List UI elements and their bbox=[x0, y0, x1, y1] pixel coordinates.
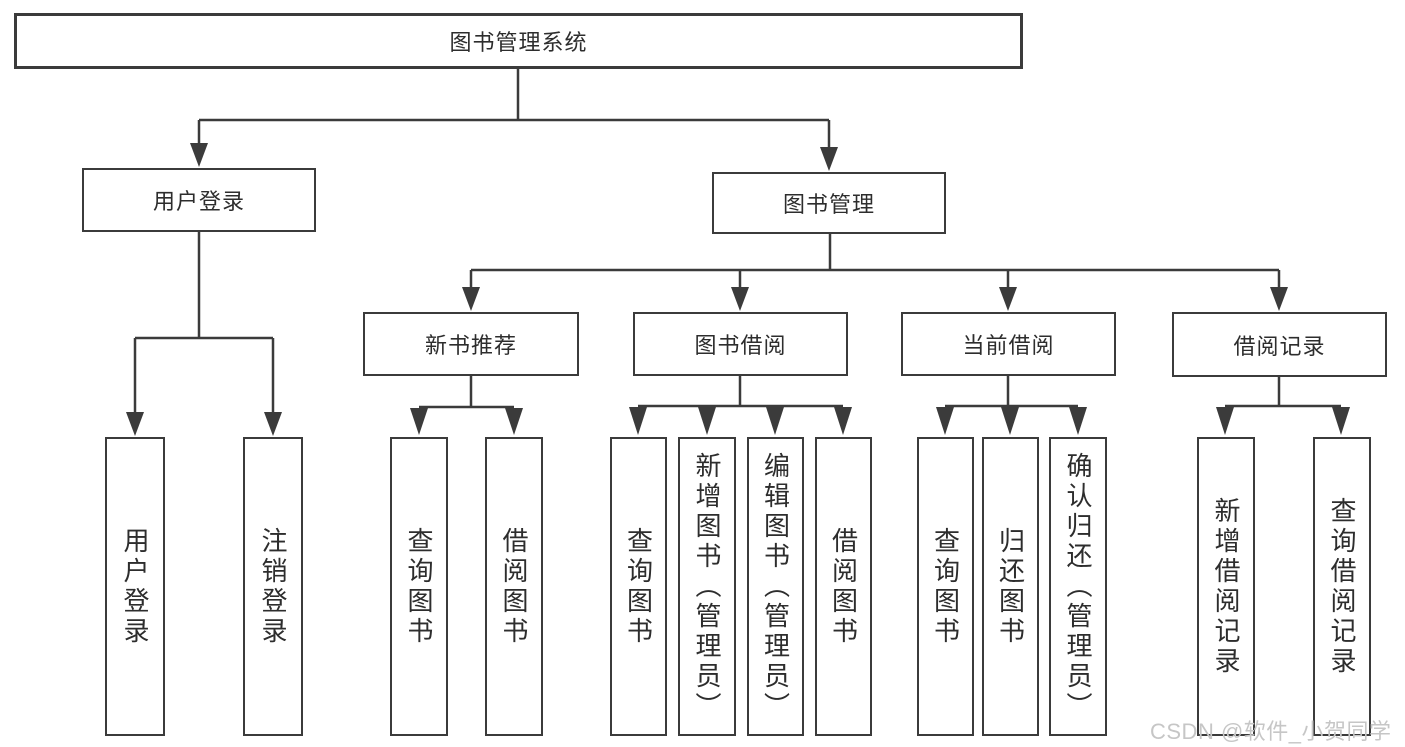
node-book-management-branch: 图书管理 bbox=[712, 172, 946, 234]
connector-current-borrow bbox=[945, 376, 1078, 408]
leaf-query-borrow-record: 查询借阅记录 bbox=[1313, 437, 1371, 736]
node-label: 新书推荐 bbox=[424, 333, 517, 358]
leaf-add-book-admin: 新增图书（管理员） bbox=[678, 437, 736, 736]
leaf-label: 查询图书 bbox=[930, 526, 961, 647]
arrowheads-book-borrow bbox=[629, 407, 852, 435]
leaf-label: 确认归还（管理员） bbox=[1063, 451, 1093, 722]
connector-book-borrow bbox=[638, 376, 843, 408]
arrowheads-borrow-records bbox=[1216, 407, 1350, 435]
connector-root-to-level1 bbox=[197, 69, 831, 147]
connector-borrow-records bbox=[1225, 377, 1341, 408]
connector-book-management bbox=[469, 234, 1281, 287]
csdn-watermark: CSDN @软件_小贺同学 bbox=[1150, 719, 1392, 744]
node-user-login-branch: 用户登录 bbox=[82, 168, 316, 232]
leaf-label: 新增借阅记录 bbox=[1211, 496, 1241, 677]
leaf-label: 查询借阅记录 bbox=[1327, 496, 1357, 677]
leaf-query-books-borrow: 查询图书 bbox=[610, 437, 667, 736]
leaf-borrow-books: 借阅图书 bbox=[815, 437, 872, 736]
node-book-borrowing: 图书借阅 bbox=[633, 312, 848, 376]
arrowheads-level1 bbox=[190, 143, 838, 171]
leaf-borrow-books-newrec: 借阅图书 bbox=[485, 437, 543, 736]
leaf-label: 新增图书（管理员） bbox=[692, 451, 722, 722]
node-label: 图书借阅 bbox=[694, 333, 787, 358]
leaf-label: 归还图书 bbox=[995, 526, 1026, 647]
leaf-label: 查询图书 bbox=[404, 526, 434, 647]
arrowheads-book-management bbox=[462, 287, 1288, 311]
arrowheads-new-book-rec bbox=[410, 408, 523, 435]
connector-user-login bbox=[133, 232, 275, 412]
leaf-logout: 注销登录 bbox=[243, 437, 303, 736]
node-library-management-system: 图书管理系统 bbox=[14, 13, 1023, 69]
leaf-user-login: 用户登录 bbox=[105, 437, 165, 736]
leaf-query-books-newrec: 查询图书 bbox=[390, 437, 448, 736]
arrowheads-user-login bbox=[126, 412, 282, 436]
arrowheads-current-borrow bbox=[936, 407, 1087, 435]
node-label: 借阅记录 bbox=[1233, 333, 1326, 359]
node-current-borrowing: 当前借阅 bbox=[901, 312, 1116, 376]
leaf-edit-book-admin: 编辑图书（管理员） bbox=[747, 437, 804, 736]
leaf-confirm-return-admin: 确认归还（管理员） bbox=[1049, 437, 1107, 736]
node-label: 图书管理系统 bbox=[449, 30, 588, 55]
connector-new-book-rec bbox=[419, 376, 514, 409]
node-label: 用户登录 bbox=[152, 189, 245, 214]
leaf-query-books-current: 查询图书 bbox=[917, 437, 974, 736]
leaf-label: 编辑图书（管理员） bbox=[760, 451, 791, 722]
leaf-label: 注销登录 bbox=[258, 526, 288, 647]
node-borrowing-records: 借阅记录 bbox=[1172, 312, 1387, 377]
node-label: 当前借阅 bbox=[962, 333, 1055, 358]
leaf-label: 借阅图书 bbox=[499, 526, 529, 647]
node-label: 图书管理 bbox=[782, 192, 875, 217]
node-new-book-recommendation: 新书推荐 bbox=[363, 312, 579, 376]
leaf-add-borrow-record: 新增借阅记录 bbox=[1197, 437, 1255, 736]
leaf-label: 用户登录 bbox=[120, 526, 150, 647]
leaf-label: 查询图书 bbox=[623, 526, 654, 647]
leaf-return-book: 归还图书 bbox=[982, 437, 1039, 736]
leaf-label: 借阅图书 bbox=[828, 526, 859, 647]
